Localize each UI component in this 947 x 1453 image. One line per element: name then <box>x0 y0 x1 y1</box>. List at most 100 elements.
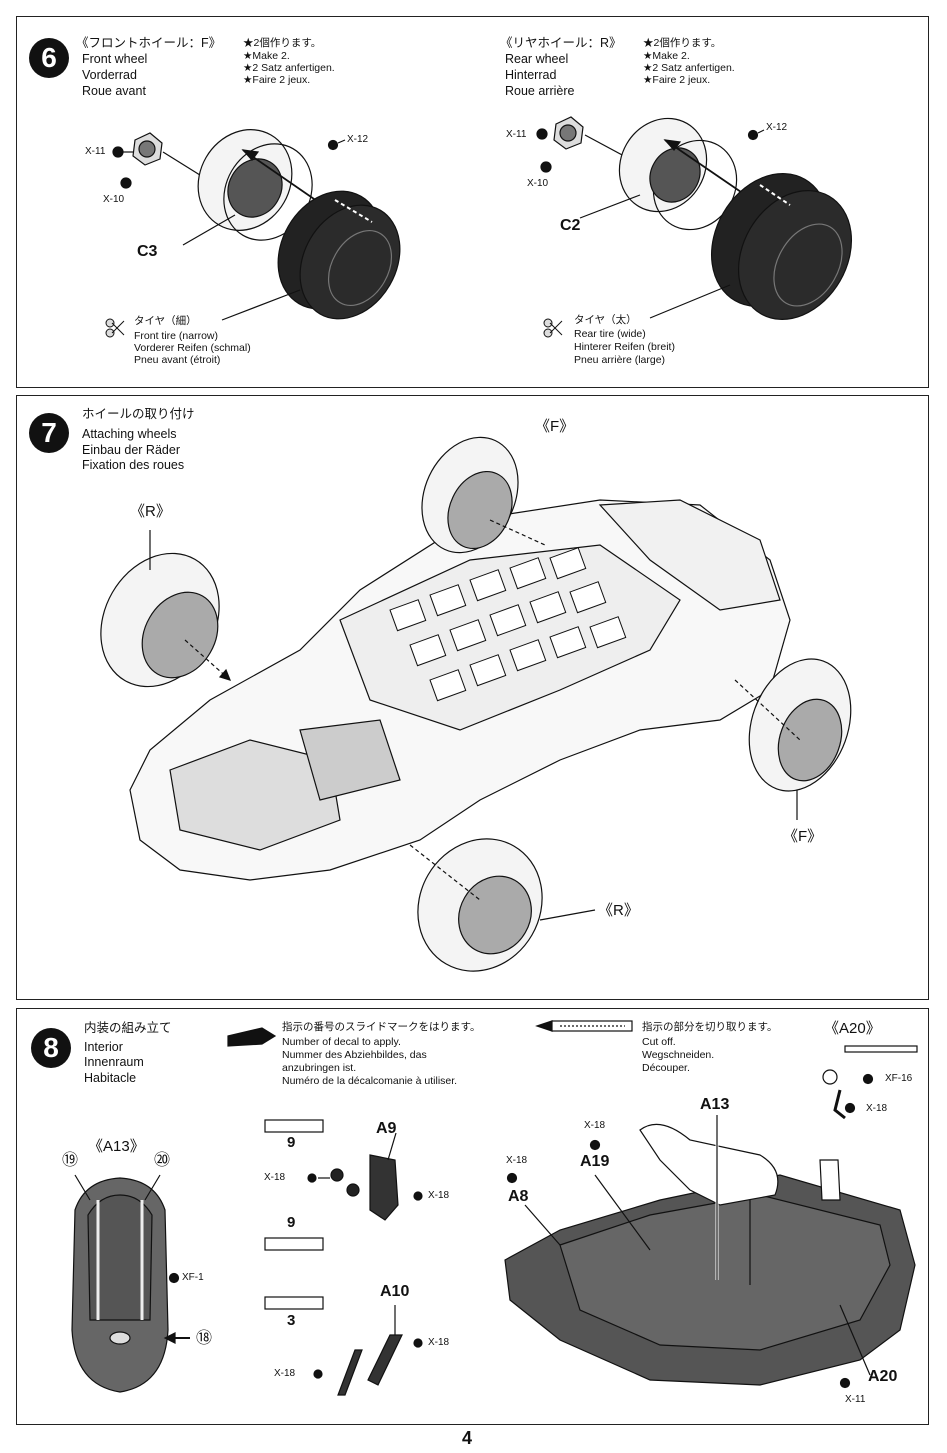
scissors-icon-rear <box>543 318 563 338</box>
decal-19-marker: ⑲ <box>62 1152 79 1169</box>
cut-instruction-de: Wegschneiden. <box>642 1049 715 1061</box>
rear-tire-fr: Pneu arrière (large) <box>574 354 666 366</box>
seat-a13 <box>71 1177 169 1393</box>
cut-instruction-fr: Découper. <box>642 1062 690 1074</box>
front-tire-jp: タイヤ（細） <box>134 315 197 327</box>
decal-strip-3 <box>264 1296 324 1310</box>
decal-20-marker: ⑳ <box>154 1152 171 1169</box>
front-part-c3: C3 <box>137 243 158 260</box>
x18-a9-left: X-18 <box>264 1172 286 1183</box>
part-a10 <box>337 1349 363 1396</box>
step-8-title-fr: Habitacle <box>84 1071 137 1085</box>
rear-wheel-title-en: Rear wheel <box>505 52 569 66</box>
part-a13-assembly <box>639 1123 779 1206</box>
cut-instruction-en: Cut off. <box>642 1036 676 1048</box>
page-number: 4 <box>462 1428 473 1448</box>
front-wheel-title-en: Front wheel <box>82 52 148 66</box>
decal-3-marker: 3 <box>287 1312 296 1329</box>
wheel-r-bottom <box>417 838 543 972</box>
front-wheel-title-fr: Roue avant <box>82 84 146 98</box>
step-7-title-de: Einbau der Räder <box>82 443 180 457</box>
rear-tire-de: Hinterer Reifen (breit) <box>574 341 675 353</box>
decal-strip-9a <box>264 1119 324 1133</box>
wheel-f-top <box>421 436 519 554</box>
label-f-top: 《F》 <box>535 418 575 435</box>
step-8-number: 8 <box>31 1028 71 1068</box>
part-a20-label: A20 <box>868 1368 898 1385</box>
step-7-title-en: Attaching wheels <box>82 427 177 441</box>
label-r-left: 《R》 <box>130 503 171 520</box>
rear-part-x10: X-10 <box>527 178 549 189</box>
decal-instruction-en: Number of decal to apply. <box>282 1036 401 1048</box>
part-a20-assembly <box>819 1159 841 1201</box>
step-8-title-de: Innenraum <box>84 1055 144 1069</box>
step-7-title-fr: Fixation des roues <box>82 458 185 472</box>
paint-xf1: XF-1 <box>182 1272 204 1283</box>
x18-a19: X-18 <box>584 1120 606 1131</box>
rear-part-c2: C2 <box>560 217 581 234</box>
rear-tire-en: Rear tire (wide) <box>574 328 646 340</box>
rear-note-de: ★2 Satz anfertigen. <box>643 62 735 74</box>
decal-instruction-fr: Numéro de la décalcomanie à utiliser. <box>282 1075 458 1087</box>
rear-wheel-title-jp: 《リヤホイール：R》 <box>500 36 622 50</box>
front-note-en: ★Make 2. <box>243 50 290 62</box>
label-f-right: 《F》 <box>783 828 823 845</box>
x18-a9-right: X-18 <box>428 1190 450 1201</box>
front-tire-de: Vorderer Reifen (schmal) <box>134 342 251 354</box>
x18-a10-right: X-18 <box>428 1337 450 1348</box>
scissors-icon <box>105 318 125 338</box>
part-a10-label: A10 <box>380 1283 410 1300</box>
rear-wheel-title-fr: Roue arrière <box>505 84 575 98</box>
x18-a10-left: X-18 <box>274 1368 296 1379</box>
label-r-bottom: 《R》 <box>598 902 639 919</box>
wheel-r-left <box>100 552 220 688</box>
part-a8-label: A8 <box>508 1188 529 1205</box>
front-note-fr: ★Faire 2 jeux. <box>243 74 311 86</box>
rear-tire-jp: タイヤ（太） <box>574 314 637 326</box>
decal-9-marker-b: 9 <box>287 1214 296 1231</box>
wheel-f-right <box>748 658 852 792</box>
x18-a20-corner: X-18 <box>866 1103 888 1114</box>
rear-wheel-title-de: Hinterrad <box>505 68 557 82</box>
decal-instruction-jp: 指示の番号のスライドマークをはります。 <box>282 1021 481 1033</box>
front-tire-en: Front tire (narrow) <box>134 330 219 342</box>
paint-xf16: XF-16 <box>885 1073 913 1084</box>
a20-title: 《A20》 <box>824 1020 881 1037</box>
part-a9 <box>369 1154 399 1221</box>
decal-instruction-de1: Nummer des Abziehbildes, das <box>282 1049 427 1061</box>
knife-icon <box>535 1020 633 1032</box>
front-note-de: ★2 Satz anfertigen. <box>243 62 335 74</box>
step-8-title-jp: 内装の組み立て <box>84 1021 172 1035</box>
seat-a13-label: 《A13》 <box>88 1138 145 1155</box>
cut-instruction-jp: 指示の部分を切り取ります。 <box>642 1021 778 1033</box>
part-a9-label: A9 <box>376 1120 397 1137</box>
front-part-x11: X-11 <box>85 146 106 157</box>
x11-a20: X-11 <box>845 1394 866 1405</box>
engine <box>169 739 341 851</box>
part-a13-label: A13 <box>700 1096 730 1113</box>
front-note-jp: ★2個作ります。 <box>243 37 322 49</box>
rear-note-fr: ★Faire 2 jeux. <box>643 74 711 86</box>
step-6-number: 6 <box>29 38 69 78</box>
front-part-x10: X-10 <box>103 194 125 205</box>
step-7-number: 7 <box>29 413 69 453</box>
front-part-x12: X-12 <box>347 134 369 145</box>
step-8-title-en: Interior <box>84 1040 123 1054</box>
rear-note-jp: ★2個作ります。 <box>643 37 722 49</box>
decal-strip-9b <box>264 1237 324 1251</box>
front-wheel-title-de: Vorderrad <box>82 68 137 82</box>
front-wheel-title-jp: 《フロントホイール：F》 <box>76 36 222 50</box>
part-a19-label: A19 <box>580 1153 610 1170</box>
decal-9-marker-a: 9 <box>287 1134 296 1151</box>
decal-18-marker: ⑱ <box>196 1330 213 1347</box>
decal-instruction-de2: anzubringen ist. <box>282 1062 357 1074</box>
decal-slide-icon <box>227 1027 277 1047</box>
x18-a8: X-18 <box>506 1155 528 1166</box>
front-tire-fr: Pneu avant (étroit) <box>134 354 221 366</box>
rear-part-x11: X-11 <box>506 129 527 140</box>
rear-part-x12: X-12 <box>766 122 788 133</box>
step-7-title-jp: ホイールの取り付け <box>82 407 195 421</box>
